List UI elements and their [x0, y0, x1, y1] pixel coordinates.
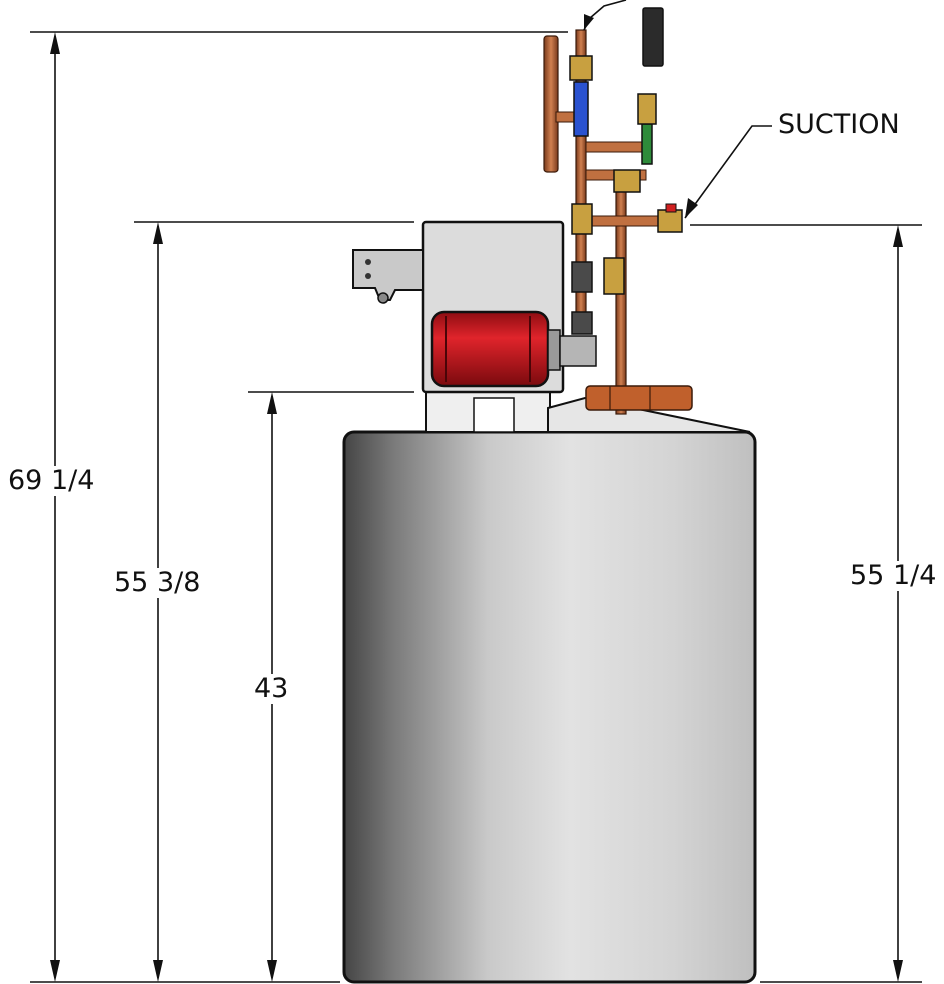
piping-manifold: [543, 7, 693, 415]
dimension-arrow-icon: [50, 14, 903, 982]
pump-motor: [430, 310, 597, 388]
mounting-bracket: [352, 249, 424, 304]
dimension-suction-height: 55 1/4: [848, 560, 939, 591]
dimension-overall-height: 69 1/4: [6, 465, 97, 496]
suction-callout-label: SUCTION: [778, 109, 900, 140]
dimension-lines: [30, 0, 922, 983]
dimension-motor-height: 55 3/8: [112, 567, 203, 598]
dimension-tank-height: 43: [252, 673, 291, 704]
tank: [342, 430, 757, 984]
